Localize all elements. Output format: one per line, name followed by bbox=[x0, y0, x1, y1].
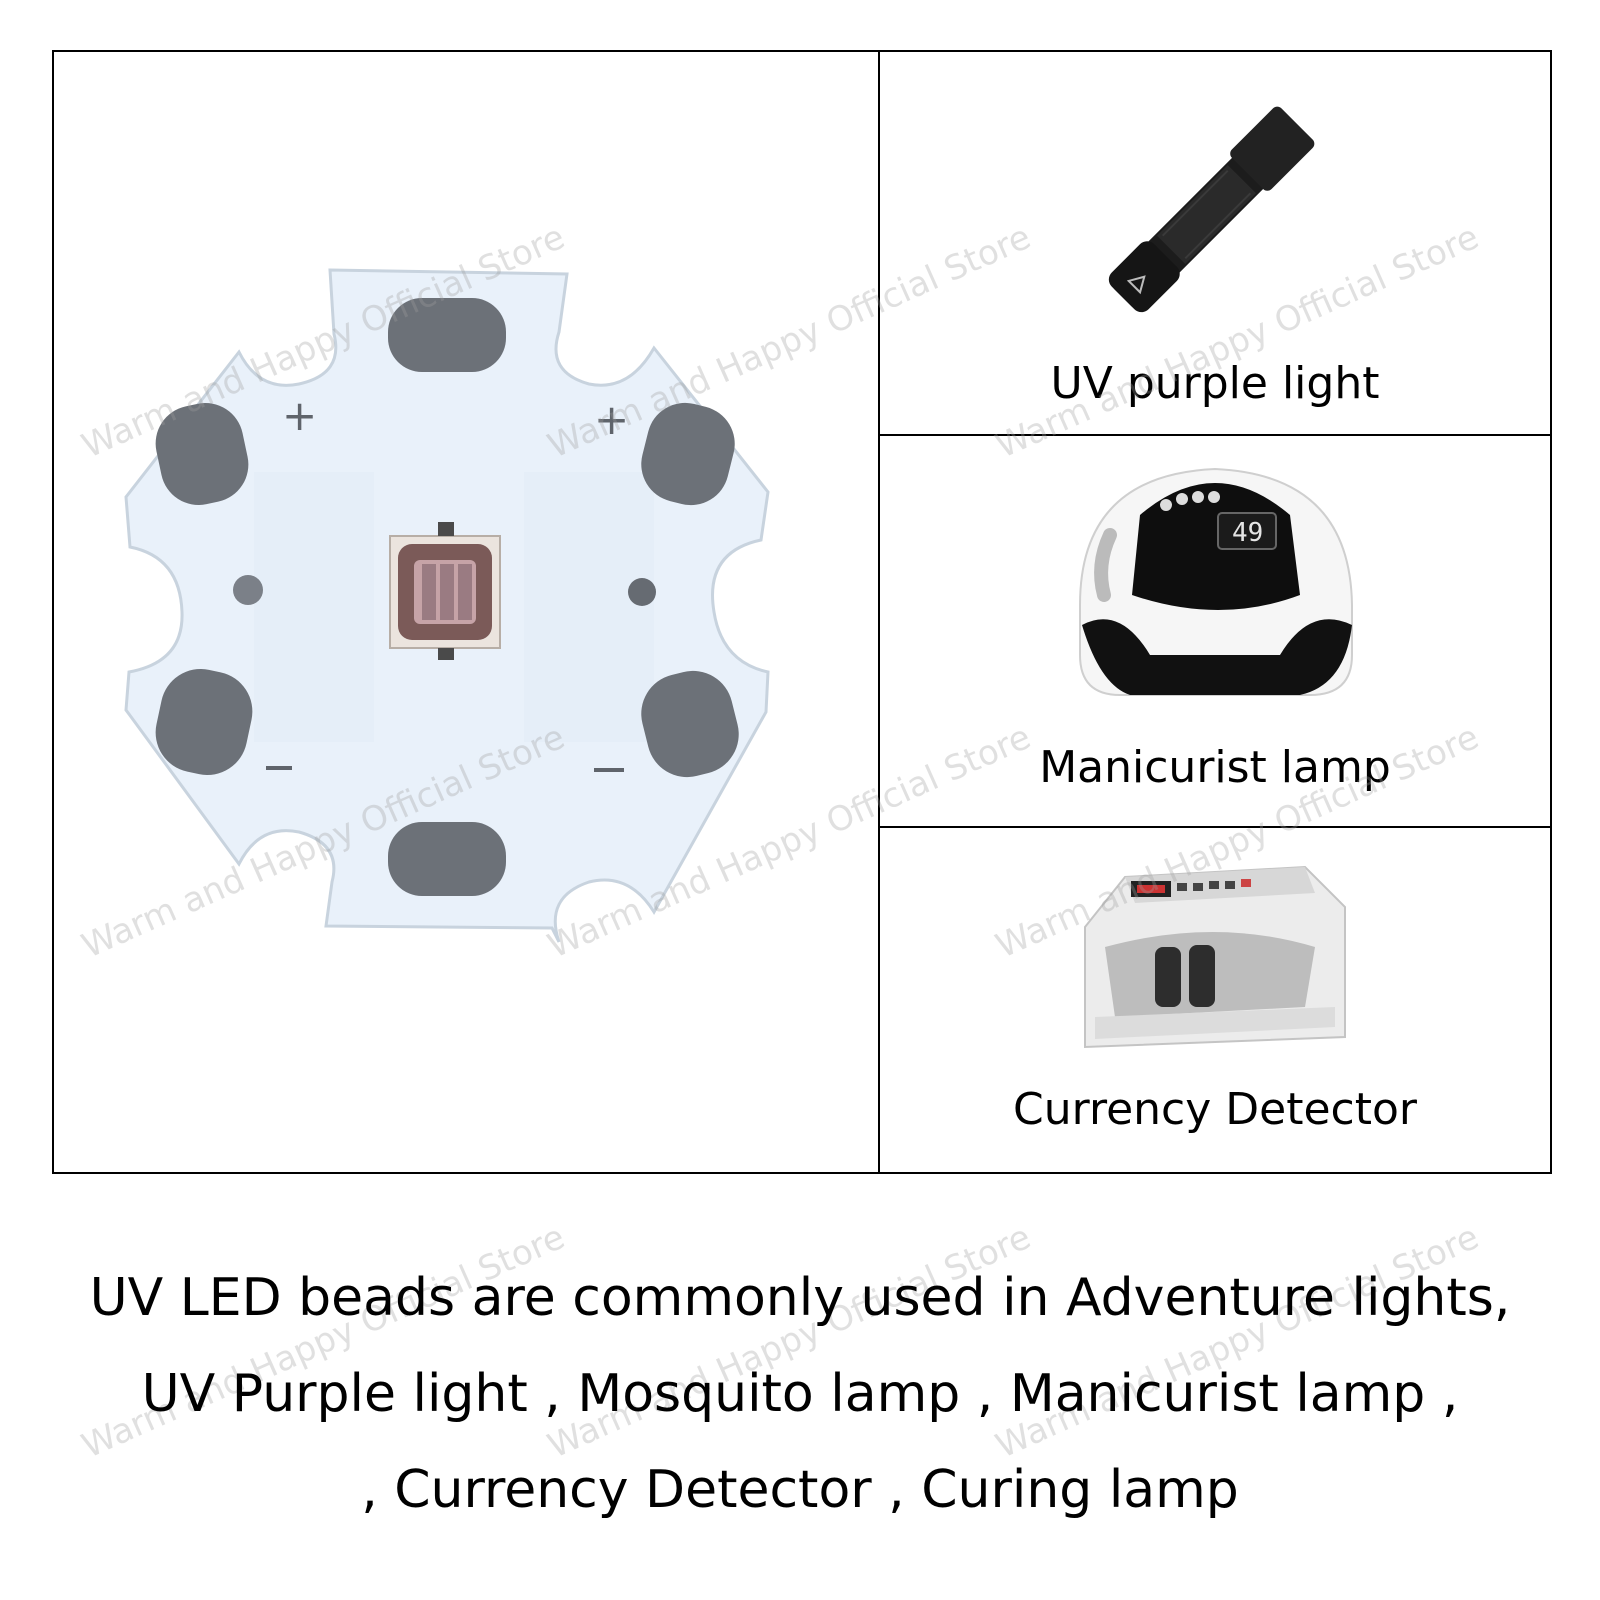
flashlight-icon bbox=[1108, 106, 1315, 312]
nail-lamp-cell: 49 Manicurist lamp bbox=[880, 436, 1550, 826]
solder-pad bbox=[155, 669, 253, 775]
minus-mark bbox=[266, 766, 292, 770]
board-inner bbox=[254, 472, 374, 742]
solder-pad bbox=[388, 822, 506, 896]
solder-pad bbox=[641, 402, 735, 506]
cell-label: Manicurist lamp bbox=[1039, 741, 1391, 793]
led-board-cell: + + bbox=[54, 52, 878, 1172]
board-inner bbox=[524, 472, 654, 742]
led-die-stripe bbox=[422, 564, 436, 620]
caption-line: UV LED beads are commonly used in Advent… bbox=[89, 1268, 1511, 1328]
led-terminal bbox=[438, 648, 454, 660]
caption-line: UV Purple light , Mosquito lamp , Manicu… bbox=[141, 1364, 1459, 1424]
led-die-stripe bbox=[440, 564, 454, 620]
minus-mark bbox=[594, 768, 624, 772]
vertical-divider bbox=[878, 52, 880, 1172]
caption: UV LED beads are commonly used in Advent… bbox=[0, 1250, 1600, 1538]
caption-line: , Currency Detector , Curing lamp bbox=[361, 1460, 1239, 1520]
product-grid: + + bbox=[52, 50, 1552, 1174]
uv-light-cell: UV purple light bbox=[880, 52, 1550, 434]
plus-mark: + bbox=[594, 395, 629, 444]
solder-pad bbox=[641, 670, 739, 778]
solder-pad bbox=[155, 403, 249, 505]
mount-hole bbox=[628, 578, 656, 606]
lamp-display: 49 bbox=[1232, 518, 1263, 548]
nail-lamp-icon: 49 bbox=[1079, 467, 1353, 696]
cell-label: UV purple light bbox=[1050, 357, 1380, 409]
currency-detector-icon bbox=[1084, 865, 1346, 1048]
uv-led-board-icon: + + bbox=[124, 268, 770, 943]
horizontal-divider bbox=[880, 434, 1550, 436]
led-terminal bbox=[438, 522, 454, 536]
cell-label: Currency Detector bbox=[1013, 1083, 1417, 1135]
horizontal-divider bbox=[880, 826, 1550, 828]
plus-mark: + bbox=[282, 391, 317, 440]
currency-detector-cell: Currency Detector bbox=[880, 828, 1550, 1172]
led-die-stripe bbox=[458, 564, 472, 620]
mount-hole bbox=[233, 575, 263, 605]
solder-pad bbox=[388, 298, 506, 372]
